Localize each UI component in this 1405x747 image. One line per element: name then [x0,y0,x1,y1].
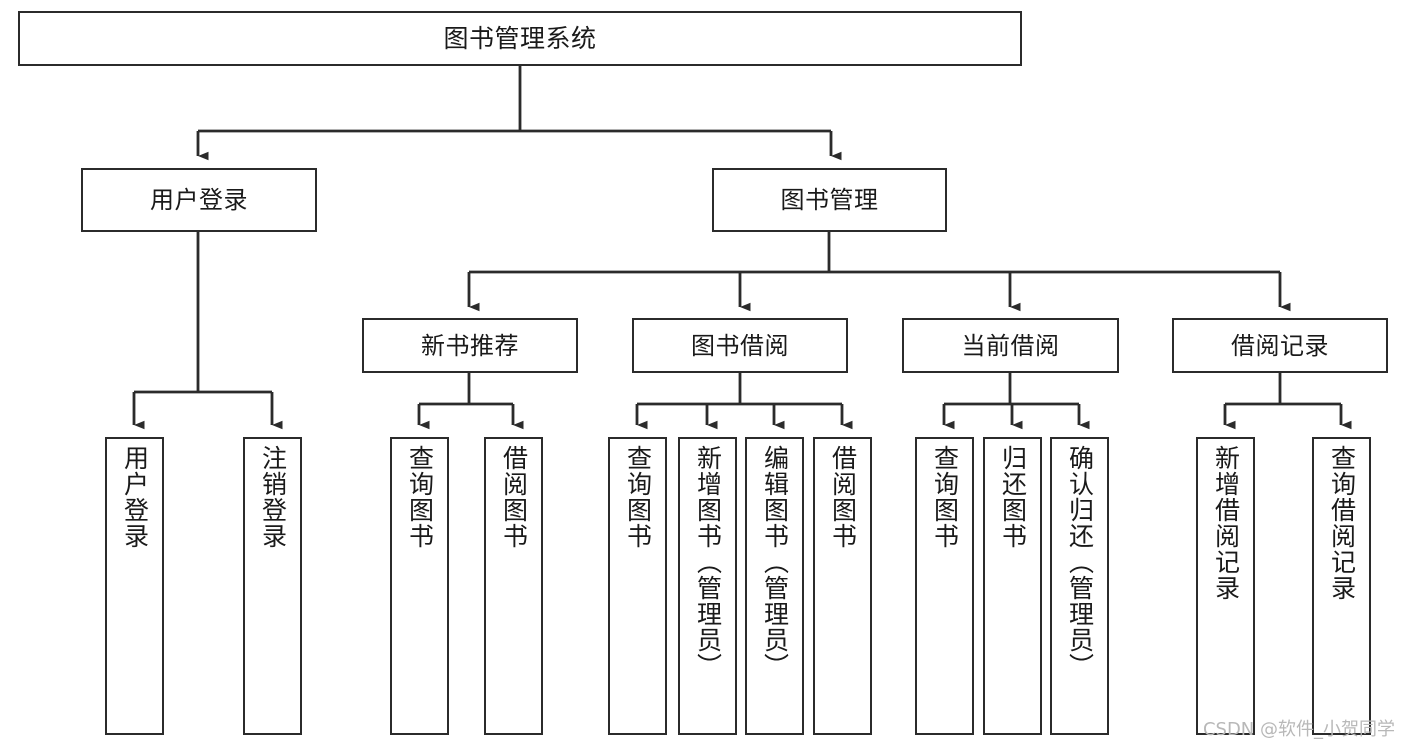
node-user-login[interactable]: 用户登录 [81,168,317,232]
node-book-manage[interactable]: 图书管理 [712,168,947,232]
node-leaf-edit-book-admin[interactable]: 编辑图书（管理员） [745,437,804,735]
node-label: 当前借阅 [961,331,1060,360]
node-leaf-query-book-1[interactable]: 查询图书 [390,437,449,735]
node-label: 借阅图书 [828,445,858,549]
node-label: 借阅图书 [499,445,529,549]
node-leaf-borrow-book-1[interactable]: 借阅图书 [484,437,543,735]
node-leaf-logout-login[interactable]: 注销登录 [243,437,302,735]
node-leaf-confirm-return-admin[interactable]: 确认归还（管理员） [1050,437,1109,735]
node-label: 图书管理 [780,186,879,214]
node-current-borrow[interactable]: 当前借阅 [902,318,1119,373]
node-label: 编辑图书（管理员） [760,445,790,679]
node-leaf-borrow-book-2[interactable]: 借阅图书 [813,437,872,735]
node-label: 归还图书 [998,445,1028,549]
node-root-system[interactable]: 图书管理系统 [18,11,1022,66]
node-label: 用户登录 [120,445,150,549]
node-leaf-query-book-2[interactable]: 查询图书 [608,437,667,735]
node-book-borrow[interactable]: 图书借阅 [632,318,848,373]
node-label: 图书管理系统 [443,24,597,53]
node-leaf-user-login[interactable]: 用户登录 [105,437,164,735]
node-leaf-query-book-3[interactable]: 查询图书 [915,437,974,735]
node-label: 新增借阅记录 [1211,445,1241,601]
watermark-text: CSDN @软件_小贺同学 [1202,719,1395,740]
node-label: 查询图书 [623,445,653,549]
node-leaf-add-book-admin[interactable]: 新增图书（管理员） [678,437,737,735]
node-label: 新书推荐 [421,331,519,360]
node-label: 查询图书 [930,445,960,549]
node-leaf-return-book[interactable]: 归还图书 [983,437,1042,735]
node-label: 查询图书 [405,445,435,549]
node-label: 图书借阅 [691,331,789,360]
node-new-book-recommend[interactable]: 新书推荐 [362,318,578,373]
node-borrow-record[interactable]: 借阅记录 [1172,318,1388,373]
node-label: 用户登录 [150,186,248,214]
node-label: 注销登录 [258,445,288,549]
node-leaf-add-borrow-record[interactable]: 新增借阅记录 [1196,437,1255,735]
node-label: 借阅记录 [1231,331,1329,360]
node-label: 确认归还（管理员） [1065,445,1095,679]
node-leaf-query-borrow-record[interactable]: 查询借阅记录 [1312,437,1371,735]
node-label: 新增图书（管理员） [693,445,723,679]
node-label: 查询借阅记录 [1327,445,1357,601]
